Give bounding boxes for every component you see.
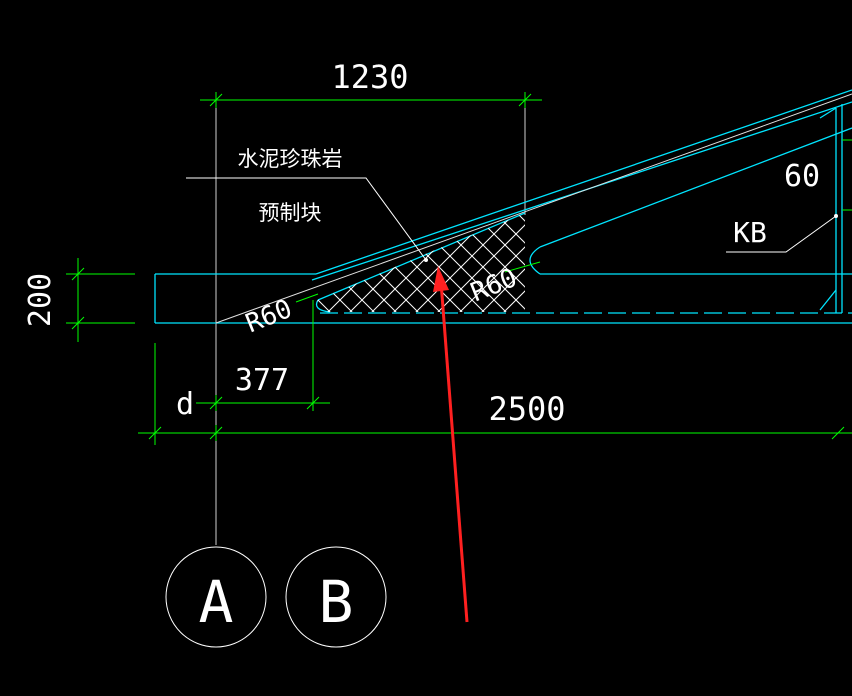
axis-grid-lines bbox=[215, 92, 526, 545]
slope-surface-line bbox=[215, 93, 852, 324]
hatch-line bbox=[315, 213, 419, 312]
radius-left-label: R60 bbox=[242, 294, 297, 339]
hatch-line bbox=[503, 213, 525, 312]
leader-dot bbox=[834, 214, 838, 218]
hatch-line bbox=[315, 213, 397, 312]
axis-bubble-b: B bbox=[285, 546, 387, 648]
kb-label: KB bbox=[733, 216, 767, 249]
hatch-line bbox=[614, 200, 814, 400]
hatch-line bbox=[503, 213, 525, 312]
axis-b-label: B bbox=[319, 568, 354, 636]
hatch-line bbox=[42, 200, 242, 400]
hatch-line bbox=[315, 213, 463, 312]
material-label-line1: 水泥珍珠岩 bbox=[238, 147, 343, 171]
dim-1230-label: 1230 bbox=[331, 58, 408, 96]
hatch-line bbox=[0, 200, 22, 400]
axis-bubble-a: A bbox=[165, 546, 267, 648]
dim-377-label: 377 bbox=[235, 363, 289, 398]
dimension-lines bbox=[66, 92, 852, 445]
hatch-line bbox=[459, 213, 525, 312]
hatch-line bbox=[315, 213, 331, 312]
material-label-line2: 预制块 bbox=[259, 201, 322, 225]
hatch-line bbox=[315, 213, 397, 312]
hatch-line bbox=[548, 200, 748, 400]
slab-outline bbox=[154, 89, 852, 324]
hatch-line bbox=[437, 213, 525, 312]
hatch-line bbox=[0, 200, 132, 400]
dim-d-label: d bbox=[176, 387, 194, 422]
hatch-line bbox=[481, 213, 525, 312]
dim-2500-label: 2500 bbox=[488, 390, 565, 428]
dim-200-label: 200 bbox=[23, 273, 58, 327]
hatch-line bbox=[0, 200, 132, 400]
leader-dot bbox=[424, 258, 428, 262]
hatch-line bbox=[0, 200, 22, 400]
hatch-line bbox=[548, 200, 748, 400]
axis-a-label: A bbox=[199, 568, 234, 636]
hatch-line bbox=[315, 213, 485, 312]
hatch-line bbox=[526, 200, 726, 400]
hatch-line bbox=[315, 213, 331, 312]
leader-lines bbox=[186, 177, 837, 261]
hatch-line bbox=[315, 213, 441, 312]
hatch-line bbox=[42, 200, 242, 400]
hatch-line bbox=[437, 213, 525, 312]
hatch-line bbox=[526, 200, 726, 400]
hatch-line bbox=[614, 200, 814, 400]
hatch-line bbox=[371, 213, 525, 312]
dim-60-label: 60 bbox=[784, 159, 820, 194]
hatched-block bbox=[0, 200, 814, 400]
red-arrow-annotation bbox=[433, 266, 469, 623]
